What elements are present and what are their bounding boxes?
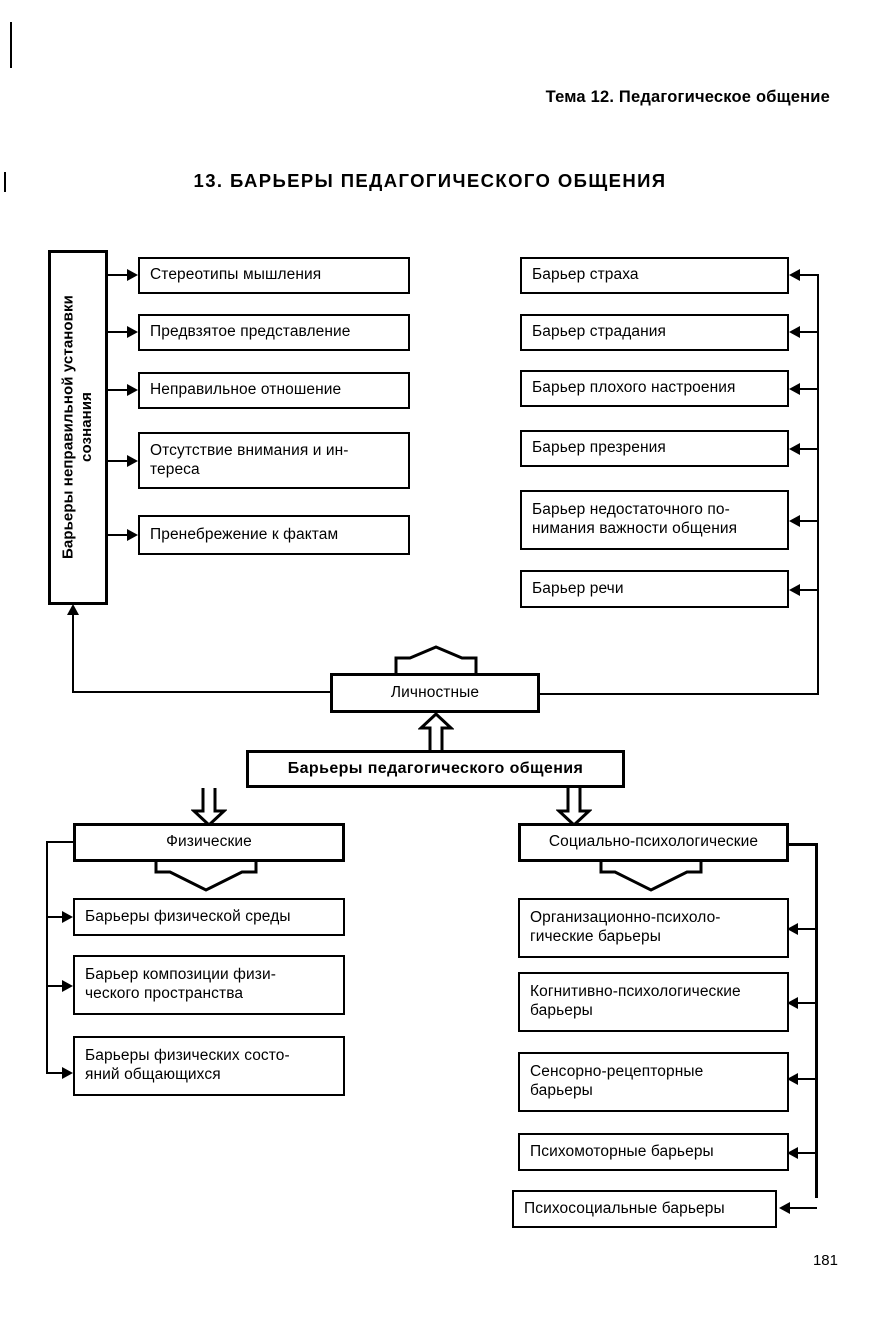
arrowhead-socio-3 [787,1073,798,1085]
block-arrow-personal-to-top [392,645,480,677]
block-arrow-root-to-socio [556,787,592,827]
node-socio-psych-category: Социально-психологические [518,823,789,862]
arrowhead-socio-5 [779,1202,790,1214]
margin-mark-top [10,22,12,68]
connector-wrong-attitude-3 [108,389,128,391]
node-incorrect-attitude: Неправильное отношение [138,372,410,409]
arrowhead-personal-1 [789,269,800,281]
node-barrier-of-suffering: Барьер страдания [520,314,789,351]
connector-personal-4 [800,448,819,450]
node-personal-category: Личностные [330,673,540,713]
bus-personal-barriers [817,274,819,695]
connector-socio-2 [798,1002,817,1004]
node-barrier-of-speech: Барьер речи [520,570,789,608]
block-arrow-socio-to-children [597,860,705,894]
block-arrow-physical-to-children [152,860,260,894]
arrowhead-wrong-attitude-1 [127,269,138,281]
connector-physical-3 [46,1072,63,1074]
connector-personal-6 [800,589,819,591]
node-barrier-of-physical-space-composition: Барьер композиции физи- ческого простран… [73,955,345,1015]
connector-physical-1 [46,916,63,918]
node-barrier-of-insufficient-understanding: Барьер недостаточного по- нимания важнос… [520,490,789,550]
node-barrier-of-contempt: Барьер презрения [520,430,789,467]
arrowhead-personal-2 [789,326,800,338]
arrowhead-wrong-attitude-3 [127,384,138,396]
arrowhead-wrong-attitude-4 [127,455,138,467]
arrowhead-socio-4 [787,1147,798,1159]
node-barrier-of-fear: Барьер страха [520,257,789,294]
arrowhead-wrong-attitude-2 [127,326,138,338]
node-sensory-receptor-barriers: Сенсорно-рецепторные барьеры [518,1052,789,1112]
node-psychomotor-barriers: Психомоторные барьеры [518,1133,789,1171]
arrowhead-physical-3 [62,1067,73,1079]
feedback-line-personal-left-riser [72,614,74,693]
node-neglect-of-facts: Пренебрежение к фактам [138,515,410,555]
arrowhead-feedback-to-group [67,604,79,615]
node-barriers-of-physical-states: Барьеры физических состо- яний общающихс… [73,1036,345,1096]
arrowhead-wrong-attitude-5 [127,529,138,541]
connector-wrong-attitude-5 [108,534,128,536]
node-lack-of-attention-and-interest: Отсутствие внимания и ин- тереса [138,432,410,489]
connector-wrong-attitude-1 [108,274,128,276]
bus-physical-top-stub [46,841,75,843]
node-organizational-psychological-barriers: Организационно-психоло- гические барьеры [518,898,789,958]
node-barriers-of-physical-environment: Барьеры физической среды [73,898,345,936]
arrowhead-socio-2 [787,997,798,1009]
bus-socio-top-stub [787,843,818,846]
feedback-line-personal-left [72,691,332,693]
connector-physical-2 [46,985,63,987]
arrowhead-personal-5 [789,515,800,527]
node-barrier-of-bad-mood: Барьер плохого настроения [520,370,789,407]
arrowhead-personal-3 [789,383,800,395]
node-root-barriers: Барьеры педагогического общения [246,750,625,788]
arrowhead-personal-4 [789,443,800,455]
page-number: 181 [812,1252,838,1269]
margin-mark-mid [4,172,6,192]
connector-wrong-attitude-2 [108,331,128,333]
connector-socio-5 [790,1207,817,1209]
connector-personal-1 [800,274,819,276]
connector-socio-1 [798,928,817,930]
block-arrow-root-to-physical [191,787,227,827]
arrowhead-physical-1 [62,911,73,923]
page-title: 13. БАРЬЕРЫ ПЕДАГОГИЧЕСКОГО ОБЩЕНИЯ [193,170,667,191]
feedback-line-personal-right [538,693,819,695]
block-arrow-root-to-personal [418,712,454,752]
connector-socio-3 [798,1078,817,1080]
node-psychosocial-barriers: Психосоциальные барьеры [512,1190,777,1228]
arrowhead-socio-1 [787,923,798,935]
arrowhead-physical-2 [62,980,73,992]
connector-socio-4 [798,1152,817,1154]
connector-wrong-attitude-4 [108,460,128,462]
group-box-wrong-attitude: Барьеры неправильной установки сознания [48,250,108,605]
connector-personal-5 [800,520,819,522]
node-stereotypes-of-thinking: Стереотипы мышления [138,257,410,294]
connector-personal-3 [800,388,819,390]
arrowhead-personal-6 [789,584,800,596]
node-biased-perception: Предвзятое представление [138,314,410,351]
node-physical-category: Физические [73,823,345,862]
running-head: Тема 12. Педагогическое общение [545,88,830,106]
bus-socio-barriers [815,843,818,1198]
connector-personal-2 [800,331,819,333]
node-cognitive-psychological-barriers: Когнитивно-психологические барьеры [518,972,789,1032]
bus-physical-barriers [46,841,48,1074]
